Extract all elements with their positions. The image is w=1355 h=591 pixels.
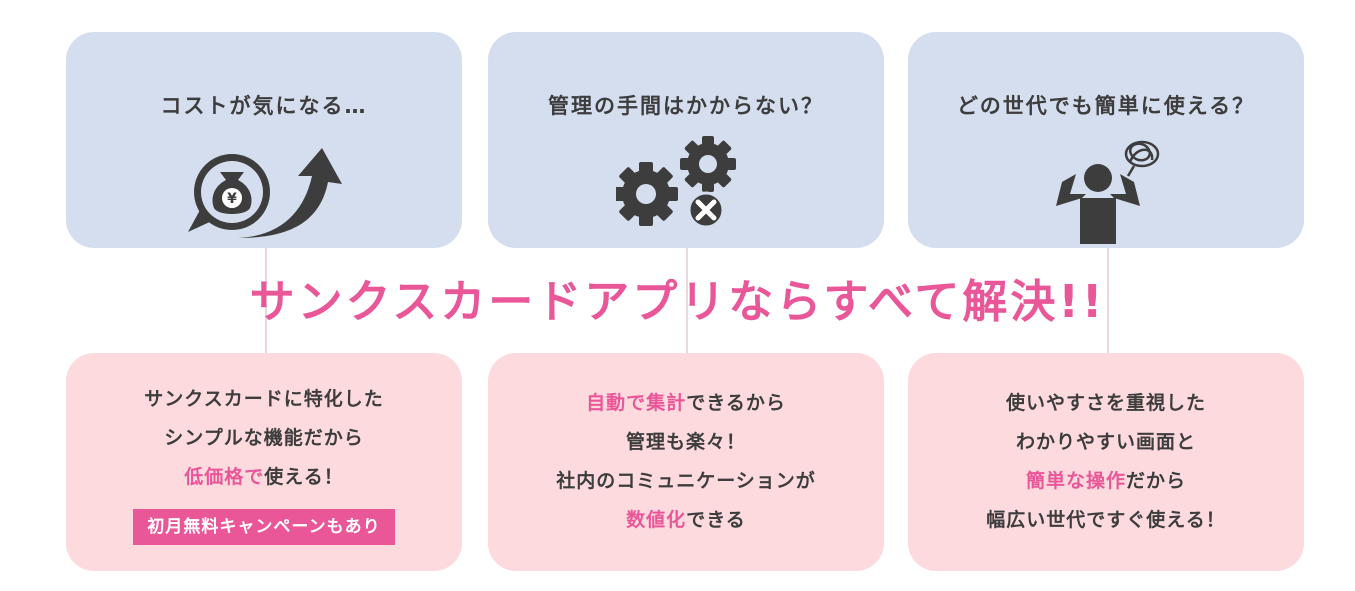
solution-card-management: 自動で集計できるから 管理も楽々！ 社内のコミュニケーションが 数値化できる — [488, 353, 884, 571]
solution-text: 使える！ — [264, 465, 344, 488]
solution-text-line: 自動で集計できるから — [586, 384, 786, 423]
campaign-badge: 初月無料キャンペーンもあり — [133, 508, 395, 545]
solution-text-line: サンクスカードに特化した — [144, 387, 384, 410]
solution-text: できるから — [686, 392, 786, 414]
highlight-text: 簡単な操作 — [1025, 470, 1126, 492]
connector-line — [1107, 248, 1109, 353]
highlight-text: 集計 — [646, 392, 687, 414]
concern-title: コストが気になる… — [160, 94, 368, 118]
solution-text-line: シンプルな機能だから — [164, 426, 364, 449]
highlight-text: 自動で — [586, 392, 647, 414]
highlight-text: 低価格で — [184, 465, 265, 488]
solution-text-line: 使いやすさを重視した — [1005, 392, 1206, 414]
solution-text-line: 幅広い世代ですぐ使える！ — [986, 509, 1226, 531]
money-bag-yen-rising-arrow-icon: ¥ — [188, 148, 342, 238]
confused-person-icon — [1056, 140, 1160, 244]
solution-card-usability: 使いやすさを重視した わかりやすい画面と 簡単な操作だから 幅広い世代ですぐ使え… — [908, 353, 1304, 571]
solution-text: だから — [1126, 470, 1187, 492]
solution-text: できる — [686, 509, 746, 531]
gears-with-x-icon — [616, 136, 736, 229]
solution-text-line: 簡単な操作だから — [1026, 462, 1186, 501]
concern-title: どの世代でも簡単に使える？ — [956, 94, 1256, 118]
solution-text-line: 社内のコミュニケーションが — [556, 470, 816, 492]
highlight-text: 数値化 — [626, 509, 687, 531]
concern-card-usability: どの世代でも簡単に使える？ — [908, 32, 1304, 248]
connector-line — [265, 248, 267, 353]
svg-text:¥: ¥ — [227, 191, 237, 207]
solution-card-cost: サンクスカードに特化した シンプルな機能だから 低価格で使える！ 初月無料キャン… — [66, 353, 462, 571]
solution-headline: サンクスカードアプリならすべて解決!! — [249, 275, 1106, 328]
solution-text-line: 低価格で使える！ — [184, 458, 343, 497]
concern-card-cost: コストが気になる… ¥ — [66, 32, 462, 248]
concern-card-management: 管理の手間はかからない？ — [488, 32, 884, 248]
solution-text-line: 管理も楽々！ — [625, 431, 746, 453]
solution-text-line: 数値化できる — [626, 501, 746, 540]
solution-text-line: わかりやすい画面と — [1015, 431, 1196, 453]
concern-title: 管理の手間はかからない？ — [548, 94, 824, 118]
connector-line — [686, 248, 688, 353]
